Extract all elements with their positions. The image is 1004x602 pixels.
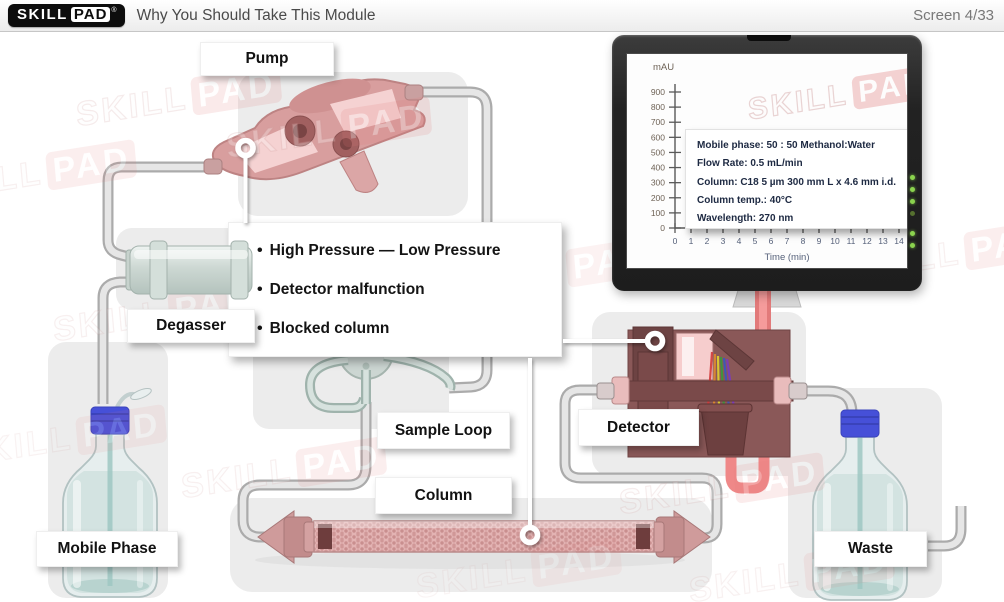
- x-tick-label: 10: [830, 236, 840, 246]
- y-tick-label: 200: [651, 193, 665, 203]
- bullet-text: Detector malfunction: [269, 280, 425, 298]
- power-led: [909, 231, 915, 236]
- x-tick-label: 5: [753, 236, 758, 246]
- chart-xlabel: Time (min): [764, 252, 809, 263]
- x-tick-label: 0: [673, 236, 678, 246]
- power-led: [909, 175, 915, 180]
- x-tick-label: 4: [737, 236, 742, 246]
- monitor-led-strip: [908, 175, 916, 248]
- detector-mirror: [709, 329, 755, 371]
- y-tick-label: 300: [651, 178, 665, 188]
- column-illustration: [255, 510, 711, 569]
- x-tick-label: 12: [862, 236, 872, 246]
- detector-flow-path: [611, 380, 794, 402]
- method-parameter: Column: C18 5 µm 300 mm L x 4.6 mm i.d.: [697, 176, 896, 188]
- label-degasser: Degasser: [127, 309, 255, 343]
- bullet-list: • High Pressure — Low Pressure • Detector m…: [257, 242, 561, 338]
- bullet-marker: •: [257, 241, 263, 259]
- x-tick-label: 13: [878, 236, 888, 246]
- power-led: [909, 187, 915, 192]
- logo-skill-text: SKILL: [17, 6, 68, 23]
- bullet-item: • Detector malfunction: [257, 281, 561, 299]
- page-title: Why You Should Take This Module: [136, 6, 376, 24]
- monitor-camera-notch: [747, 35, 791, 41]
- key-points-box: • High Pressure — Low Pressure • Detector m…: [228, 222, 562, 357]
- bullet-marker: •: [257, 319, 263, 337]
- label-column: Column: [375, 477, 512, 514]
- label-sample-loop: Sample Loop: [377, 412, 510, 449]
- y-tick-label: 400: [651, 163, 665, 173]
- x-tick-label: 8: [801, 236, 806, 246]
- bottle-vent: [115, 387, 152, 408]
- y-tick-label: 600: [651, 132, 665, 142]
- x-tick-label: 11: [847, 236, 856, 246]
- header-bar: SKILL PAD ® Why You Should Take This Mod…: [0, 0, 1004, 32]
- red-drain-loop: [725, 452, 770, 494]
- y-tick-label: 100: [651, 208, 665, 218]
- power-led: [909, 211, 915, 216]
- skillpad-logo: SKILL PAD ®: [8, 4, 125, 27]
- y-tick-label: 500: [651, 147, 665, 157]
- y-tick-label: 800: [651, 102, 665, 112]
- detector-flow-cell-window: [675, 332, 714, 381]
- bullet-marker: •: [257, 280, 263, 298]
- label-mobile-phase: Mobile Phase: [36, 531, 178, 567]
- pump-illustration: [203, 78, 426, 193]
- y-tick-label: 0: [660, 223, 665, 233]
- x-tick-label: 14: [894, 236, 904, 246]
- chart-ylabel: mAU: [653, 62, 674, 73]
- x-tick-label: 6: [769, 236, 774, 246]
- detector-collector: [700, 407, 750, 456]
- method-parameter: Wavelength: 270 nm: [697, 213, 794, 225]
- bullet-item: • Blocked column: [257, 320, 561, 338]
- power-led: [909, 243, 915, 248]
- y-tick-label: 700: [651, 117, 665, 127]
- method-parameter: Column temp.: 40°C: [697, 194, 793, 206]
- label-waste: Waste: [814, 531, 927, 567]
- bullet-item: • High Pressure — Low Pressure: [257, 242, 561, 260]
- logo-registered-mark: ®: [111, 7, 117, 14]
- label-detector: Detector: [578, 409, 699, 446]
- power-led: [909, 199, 915, 204]
- x-tick-label: 3: [721, 236, 726, 246]
- x-tick-label: 2: [705, 236, 710, 246]
- y-tick-label: 900: [651, 87, 665, 97]
- method-parameter: Flow Rate: 0.5 mL/min: [697, 158, 803, 170]
- method-parameter: Mobile phase: 50 : 50 Methanol:Water: [697, 140, 875, 151]
- bullet-text: High Pressure — Low Pressure: [269, 241, 501, 259]
- label-pump: Pump: [200, 42, 334, 76]
- x-tick-label: 1: [689, 236, 694, 246]
- screen-counter: Screen 4/33: [913, 7, 994, 24]
- x-tick-label: 9: [817, 236, 822, 246]
- bullet-text: Blocked column: [269, 319, 390, 337]
- x-tick-label: 7: [785, 236, 790, 246]
- logo-pad-text: PAD: [70, 7, 111, 22]
